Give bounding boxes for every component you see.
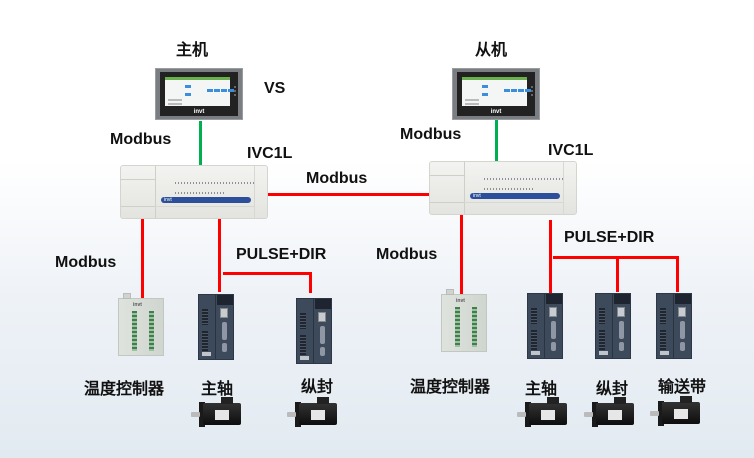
hmi-master: invt bbox=[155, 68, 243, 120]
temp-modbus-label-right: Modbus bbox=[376, 246, 438, 263]
plc-model-label-right: IVC1L bbox=[548, 142, 594, 159]
hmi-brand-logo: invt bbox=[193, 109, 205, 115]
temperature-controller-left: invt bbox=[118, 293, 164, 356]
servo-drive-left-spindle bbox=[198, 294, 234, 360]
device-label-right-2: 纵封 bbox=[596, 379, 629, 398]
servo-motor-left-longitudinal bbox=[287, 397, 339, 427]
servo-drive-right-longitudinal bbox=[595, 293, 631, 359]
servo-motor-right-spindle bbox=[517, 397, 569, 427]
pulse-wire-left-bus bbox=[223, 272, 312, 275]
hmi-plc-wire-left bbox=[199, 121, 202, 166]
pulse-wire-left-trunk bbox=[218, 218, 221, 292]
device-label-right-3: 输送带 bbox=[658, 377, 707, 396]
servo-drive-right-spindle bbox=[527, 293, 563, 359]
pulse-dir-label-right: PULSE+DIR bbox=[564, 229, 655, 246]
device-label-right-0: 温度控制器 bbox=[410, 377, 491, 396]
servo-drive-left-longitudinal bbox=[296, 298, 332, 364]
temp-modbus-label-left: Modbus bbox=[55, 254, 117, 271]
slave-label: 从机 bbox=[475, 40, 508, 59]
hmi-modbus-label-right: Modbus bbox=[400, 126, 462, 143]
temp-wire-left bbox=[141, 218, 144, 298]
plc-master: invt bbox=[120, 165, 268, 219]
plc-brand-logo: invt bbox=[161, 197, 251, 203]
tc-brand-logo: invt bbox=[456, 298, 465, 304]
vs-label: VS bbox=[264, 80, 286, 97]
device-label-left-0: 温度控制器 bbox=[84, 379, 165, 398]
hmi-brand-logo: invt bbox=[490, 109, 502, 115]
servo-motor-left-spindle bbox=[191, 397, 243, 427]
plc-modbus-label: Modbus bbox=[306, 170, 368, 187]
servo-motor-right-longitudinal bbox=[584, 397, 636, 427]
plc-brand-logo: invt bbox=[470, 193, 560, 199]
servo-motor-right-conveyor bbox=[650, 396, 702, 426]
hmi-slave: invt bbox=[452, 68, 540, 120]
device-label-left-2: 纵封 bbox=[301, 377, 334, 396]
plc-model-label-left: IVC1L bbox=[247, 145, 293, 162]
servo-drive-right-conveyor bbox=[656, 293, 692, 359]
pulse-wire-right-trunk bbox=[549, 220, 552, 294]
tc-brand-logo: invt bbox=[133, 302, 142, 308]
master-label: 主机 bbox=[176, 40, 209, 59]
plc-plc-modbus-wire bbox=[268, 193, 430, 196]
pulse-wire-right-drop-1 bbox=[616, 256, 619, 292]
hmi-modbus-label-left: Modbus bbox=[110, 131, 172, 148]
pulse-wire-left-drop bbox=[309, 272, 312, 293]
pulse-dir-label-left: PULSE+DIR bbox=[236, 246, 327, 263]
pulse-wire-right-drop-2 bbox=[676, 256, 679, 292]
temperature-controller-right: invt bbox=[441, 289, 487, 352]
plc-slave: invt bbox=[429, 161, 577, 215]
hmi-plc-wire-right bbox=[495, 120, 498, 162]
temp-wire-right bbox=[460, 212, 463, 294]
device-label-right-1: 主轴 bbox=[525, 379, 558, 398]
device-label-left-1: 主轴 bbox=[201, 379, 234, 398]
